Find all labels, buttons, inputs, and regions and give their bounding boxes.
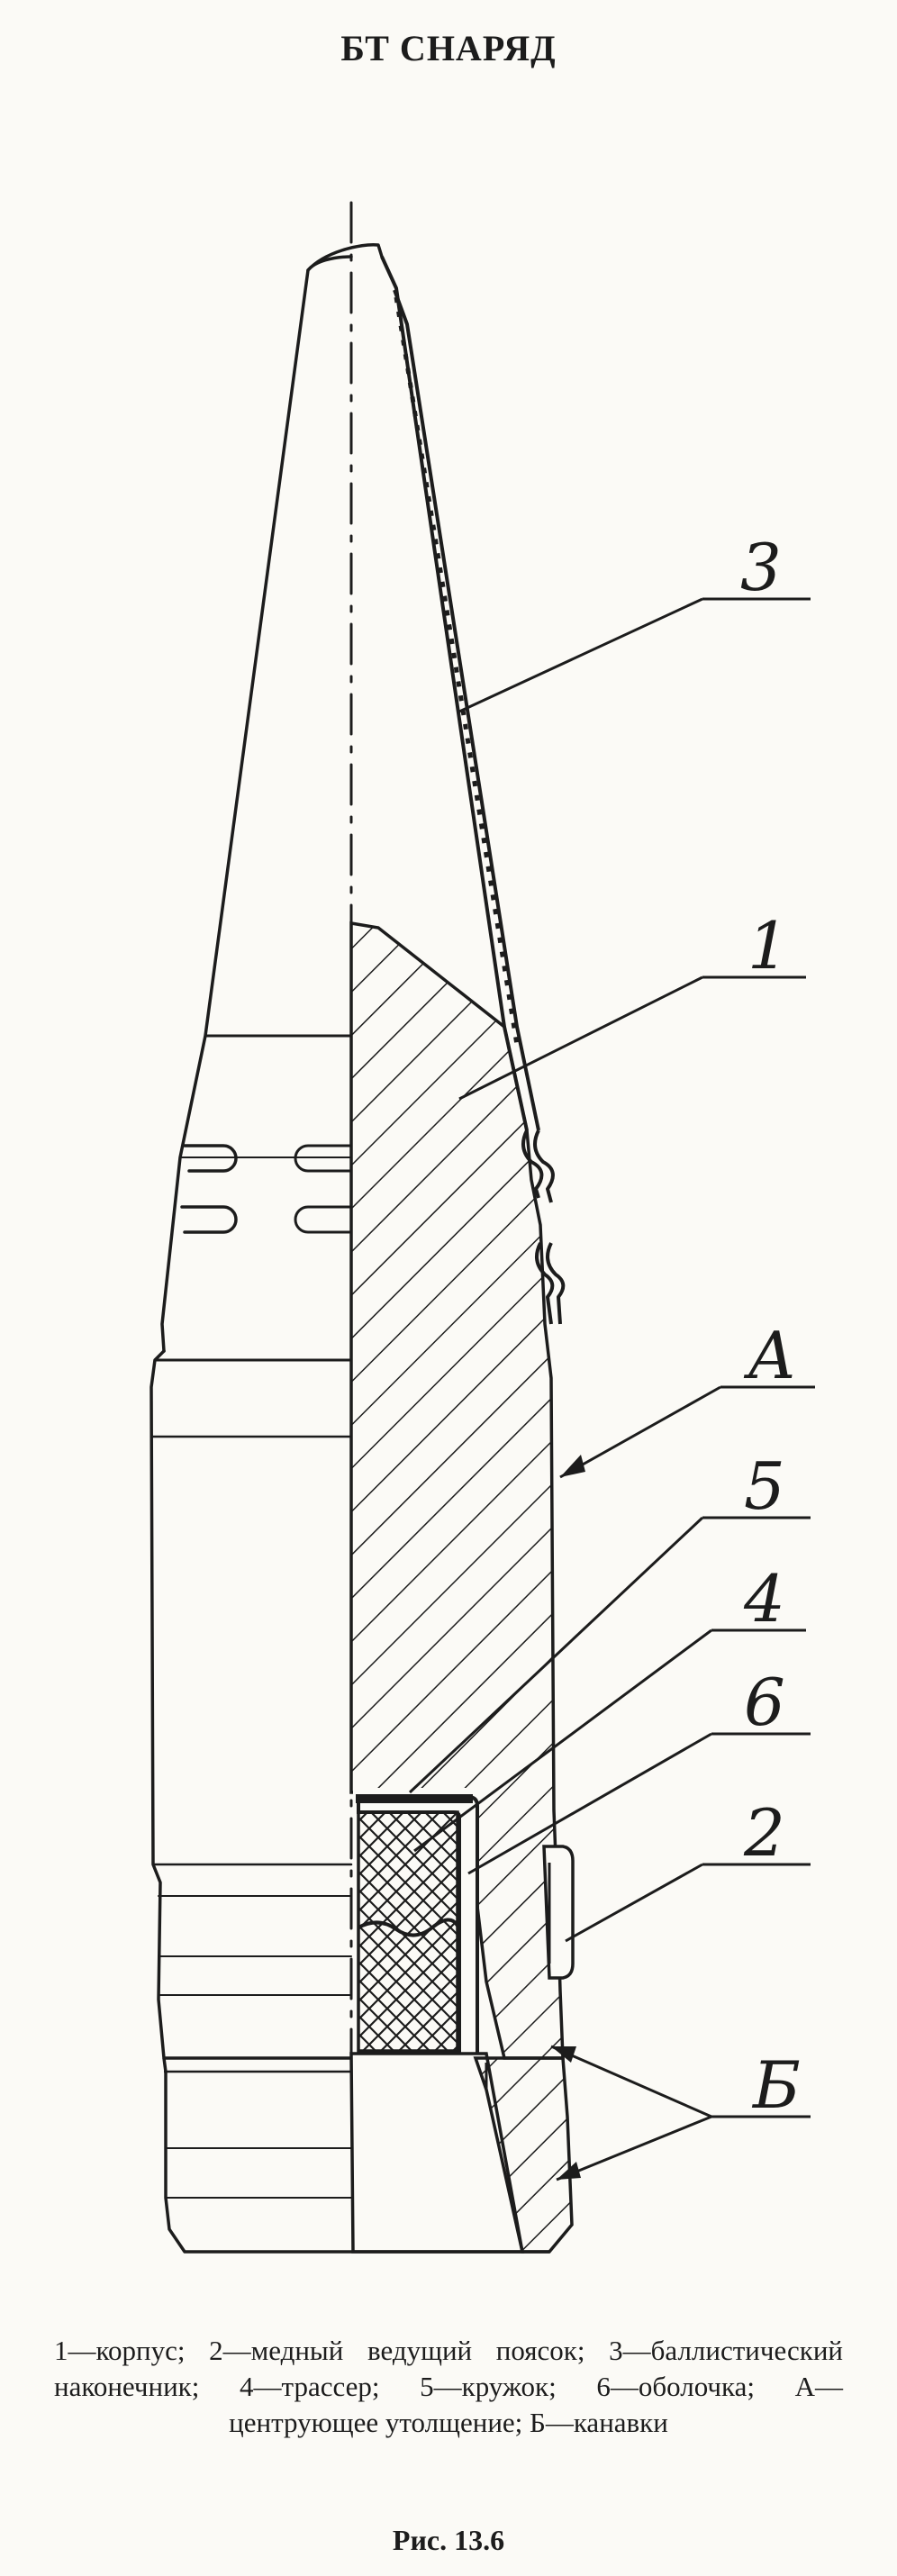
callout-5: 5 — [744, 1448, 785, 1524]
tracer-disk — [356, 1794, 473, 1803]
leader-1 — [458, 975, 703, 1101]
figure-caption: 1—корпус; 2—медный ведущий поясок; 3—бал… — [54, 2335, 843, 2438]
callout-2: 2 — [743, 1795, 785, 1871]
body-left-outline — [150, 1349, 353, 2060]
leader-6 — [467, 1732, 712, 1875]
ogive-groove — [294, 1144, 353, 1173]
leader-B-lower — [556, 2115, 712, 2181]
ogive-groove — [294, 1205, 353, 1234]
ballistic-cap-shell — [380, 256, 566, 1325]
ogive-groove — [183, 1144, 238, 1173]
leader-2 — [565, 1863, 703, 1943]
leader-A — [559, 1385, 721, 1479]
page-title: БТ СНАРЯД — [340, 28, 557, 68]
callout-4: 4 — [743, 1561, 785, 1637]
ogive-groove — [180, 1205, 238, 1234]
ballistic-cap-outline — [160, 255, 353, 1353]
leader-B-upper — [550, 2045, 712, 2118]
tracer — [357, 1810, 459, 2053]
body-tail-hatched — [473, 2056, 574, 2254]
callout-6: 6 — [744, 1664, 785, 1740]
leader-3 — [458, 597, 703, 713]
callout-3: 3 — [740, 530, 782, 605]
callout-B: Б — [751, 2047, 801, 2123]
leader-4 — [413, 1628, 712, 1853]
leader-5 — [408, 1516, 704, 1794]
figure-number: Рис. 13.6 — [392, 2524, 505, 2556]
driving-band — [542, 1845, 575, 1980]
cap-tip — [306, 243, 384, 272]
callout-A: А — [743, 1318, 797, 1393]
callout-1: 1 — [748, 908, 789, 984]
